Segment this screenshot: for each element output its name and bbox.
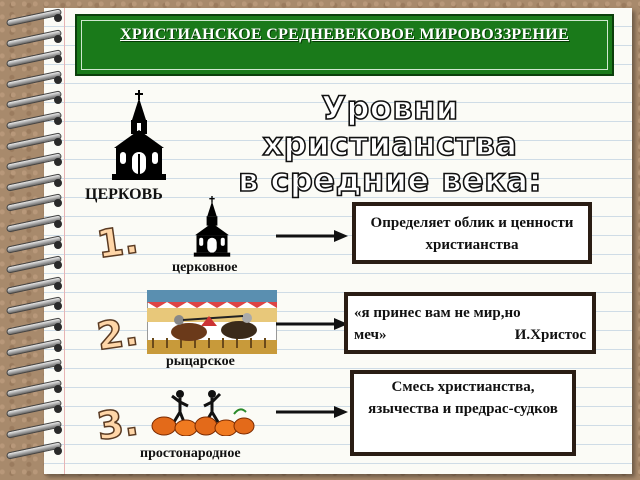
binding-hole <box>54 343 62 352</box>
level-3-arrow <box>276 406 348 418</box>
binding-hole <box>54 117 62 125</box>
binding-hole <box>54 178 62 187</box>
binding-hole <box>54 281 62 290</box>
binding-hole <box>54 426 62 434</box>
level-3-label: простонародное <box>140 446 241 461</box>
binding-hole <box>54 323 62 331</box>
level-3-description: Смесь христианства, язычества и предрас-… <box>368 379 558 417</box>
section-heading: Уровни христианства в средние века: <box>237 89 542 199</box>
level-1-description: Определяет облик и ценности христианства <box>370 215 574 253</box>
binding-hole <box>54 55 62 64</box>
binding-hole <box>54 446 62 455</box>
binding-hole <box>54 261 62 270</box>
church-label: ЦЕРКОВЬ <box>85 186 163 203</box>
binding-hole <box>54 240 62 249</box>
level-1-label: церковное <box>172 260 238 275</box>
binding-hole <box>54 384 62 393</box>
margin-line <box>64 8 65 474</box>
binding-hole <box>54 220 62 228</box>
level-1-number: 1. <box>93 217 141 268</box>
level-2-label: рыцарское <box>166 354 235 369</box>
binding-hole <box>54 199 62 208</box>
binding-hole <box>54 158 62 167</box>
level-2-quote-author: И.Христос <box>514 327 586 343</box>
level-3-number: 3. <box>93 399 141 450</box>
level-2-number: 2. <box>93 309 141 360</box>
title-banner: ХРИСТИАНСКОЕ СРЕДНЕВЕКОВОЕ МИРОВОЗЗРЕНИЕ <box>75 14 614 76</box>
binding-hole <box>54 137 62 146</box>
binding-hole <box>54 34 62 43</box>
peasants-pumpkins-icon <box>151 390 255 436</box>
level-1-arrow <box>276 230 348 242</box>
binding-hole <box>54 364 62 373</box>
binding-hole <box>54 96 62 105</box>
church-icon <box>112 90 166 180</box>
level-1-description-box: Определяет облик и ценности христианства <box>352 202 592 264</box>
slide-title: ХРИСТИАНСКОЕ СРЕДНЕВЕКОВОЕ МИРОВОЗЗРЕНИЕ <box>120 26 569 43</box>
binding-hole <box>54 75 62 84</box>
spiral-binding <box>5 8 64 472</box>
level-2-quote-line2: меч» <box>354 327 387 343</box>
level-2-quote-line1: «я принес вам не мир,но <box>354 305 521 321</box>
small-church-icon <box>193 196 231 257</box>
level-2-arrow <box>276 318 348 330</box>
knight-tournament-icon <box>147 290 277 354</box>
level-2-description-box: «я принес вам не мир,но меч» И.Христос <box>344 292 596 354</box>
binding-hole <box>54 405 62 414</box>
binding-hole <box>54 14 62 22</box>
level-3-description-box: Смесь христианства, язычества и предрас-… <box>350 370 576 456</box>
binding-hole <box>54 302 62 311</box>
